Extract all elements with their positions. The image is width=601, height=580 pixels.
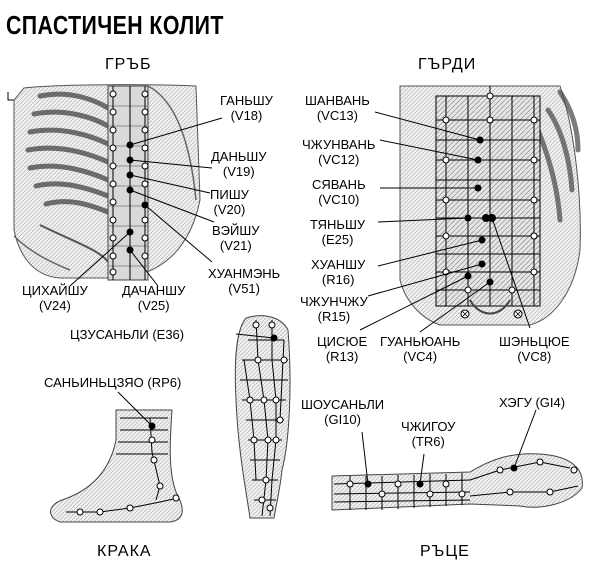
point-name: ЧЖУНЧЖУ xyxy=(300,294,368,309)
section-back-heading: ГРЪБ xyxy=(105,56,152,73)
point-code: (E25) xyxy=(321,232,354,247)
point-code: (R13) xyxy=(325,349,359,364)
point-name: ШОУСАНЬЛИ xyxy=(301,397,385,412)
point-code: (VC12) xyxy=(318,152,360,167)
section-chest-heading: ГЪРДИ xyxy=(418,56,477,73)
label-tr6: ЧЖИГОУ (TR6) xyxy=(401,419,455,449)
point-code: (R16) xyxy=(321,272,355,287)
label-r13: ЦИСЮЕ (R13) xyxy=(317,334,367,364)
point-code: (V24) xyxy=(39,298,71,313)
label-vc10: СЯВАНЬ (VC10) xyxy=(312,177,366,207)
label-gi4: ХЭГУ (GI4) xyxy=(499,395,565,410)
leg-figure xyxy=(234,315,291,519)
point-code: (V19) xyxy=(222,164,255,179)
label-v25: ДАЧАНШУ (V25) xyxy=(122,283,185,313)
label-e25: ТЯНЬШУ (E25) xyxy=(310,217,365,247)
point-name: ГУАНЬЮАНЬ xyxy=(380,334,461,349)
point-code: (V21) xyxy=(219,238,252,253)
point-code: (VC8) xyxy=(517,349,552,364)
point-code: (V25) xyxy=(137,298,170,313)
chest-figure xyxy=(359,85,581,333)
point-name: ПИШУ xyxy=(210,187,249,202)
section-arms-heading: РЪЦЕ xyxy=(420,543,470,560)
point-name: ВЭЙШУ xyxy=(212,223,260,238)
label-v51: ХУАНМЭНЬ (V51) xyxy=(208,266,280,296)
page-title: СПАСТИЧЕН КОЛИТ xyxy=(6,10,224,40)
point-code: (VC13) xyxy=(316,108,358,123)
arm-figure xyxy=(331,409,583,511)
point-name: ШЭНЬЦЮЕ xyxy=(499,334,570,349)
label-vc8: ШЭНЬЦЮЕ (VC8) xyxy=(499,334,570,364)
point-name: ЦЗУСАНЬЛИ (E36) xyxy=(70,327,185,342)
point-code: (V51) xyxy=(228,281,260,296)
label-r15: ЧЖУНЧЖУ (R15) xyxy=(300,294,368,324)
point-name: ХУАНМЭНЬ xyxy=(208,266,281,281)
point-name: СЯВАНЬ xyxy=(312,177,366,192)
label-e36: ЦЗУСАНЬЛИ (E36) xyxy=(70,327,184,342)
point-code: (V18) xyxy=(230,108,263,123)
section-legs-heading: КРАКА xyxy=(97,543,152,560)
label-v24: ЦИХАЙШУ (V24) xyxy=(22,283,88,313)
point-name: САНЬИНЬЦЗЯО (RP6) xyxy=(44,375,182,390)
label-v20: ПИШУ (V20) xyxy=(210,187,249,217)
point-name: ДАЧАНШУ xyxy=(122,283,186,298)
point-name: ЦИХАЙШУ xyxy=(22,283,88,298)
point-code: (R15) xyxy=(317,309,351,324)
label-vc12: ЧЖУНВАНЬ (VC12) xyxy=(302,137,375,167)
label-v18: ГАНЬШУ (V18) xyxy=(220,93,273,123)
point-code: (GI10) xyxy=(324,412,361,427)
label-v19: ДАНЬШУ (V19) xyxy=(211,149,267,179)
point-code: (VC10) xyxy=(318,192,360,207)
point-name: ЦИСЮЕ xyxy=(317,334,368,349)
back-figure xyxy=(7,84,223,287)
point-name: ТЯНЬШУ xyxy=(310,217,366,232)
label-rp6: САНЬИНЬЦЗЯО (RP6) xyxy=(44,375,181,390)
label-r16: ХУАНШУ (R16) xyxy=(311,257,365,287)
point-name: ШАНВАНЬ xyxy=(305,93,370,108)
point-code: (V20) xyxy=(213,202,246,217)
point-name: ХУАНШУ xyxy=(311,257,366,272)
label-v21: ВЭЙШУ (V21) xyxy=(212,223,260,253)
point-name: ХЭГУ (GI4) xyxy=(499,395,566,410)
point-name: ГАНЬШУ xyxy=(220,93,273,108)
label-vc13: ШАНВАНЬ (VC13) xyxy=(305,93,370,123)
point-name: ЧЖИГОУ xyxy=(401,419,456,434)
point-code: (TR6) xyxy=(411,434,445,449)
point-name: ЧЖУНВАНЬ xyxy=(302,137,376,152)
point-code: (VC4) xyxy=(403,349,438,364)
label-gi10: ШОУСАНЬЛИ (GI10) xyxy=(301,397,384,427)
point-name: ДАНЬШУ xyxy=(211,149,267,164)
foot-figure xyxy=(50,391,183,523)
label-vc4: ГУАНЬЮАНЬ (VC4) xyxy=(380,334,460,364)
